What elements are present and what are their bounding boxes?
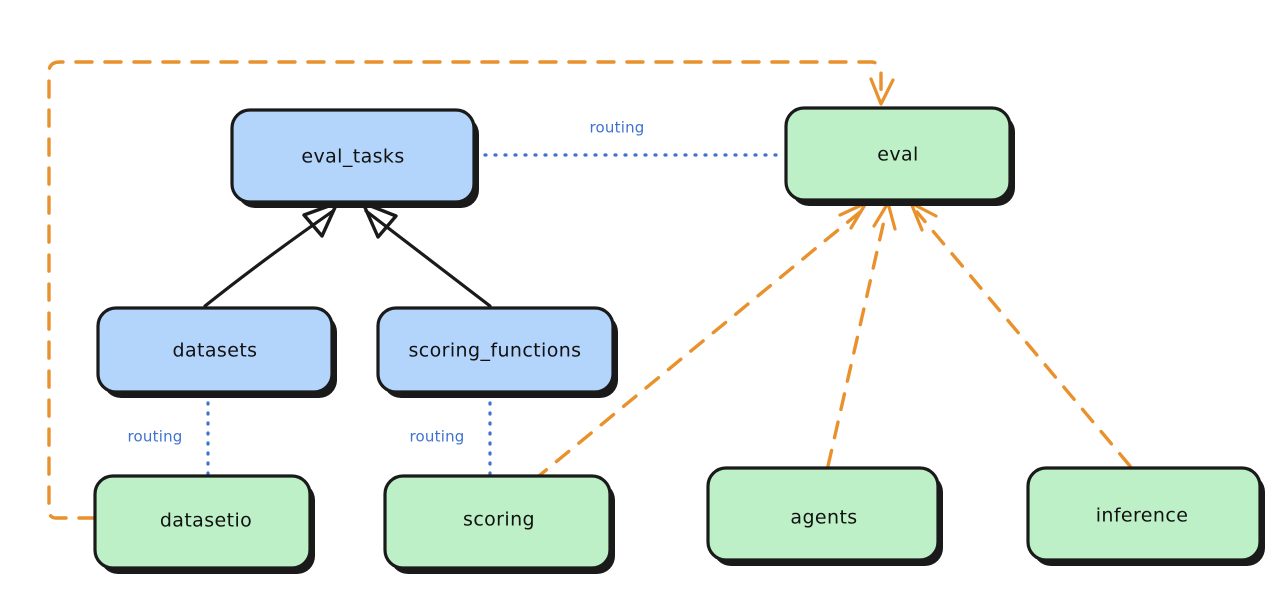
edge-datasetio-to-eval (47, 60, 895, 520)
edge-datasets-to-eval-tasks-arrowhead (302, 201, 339, 238)
node-datasetio-label: datasetio (160, 510, 252, 532)
node-datasetio-box[interactable] (93, 474, 312, 570)
edge-inference-to-eval-arrowhead (909, 201, 938, 232)
edge-scoring-to-eval-line (532, 210, 862, 482)
node-eval-tasks-label: eval_tasks (301, 146, 404, 168)
node-scoring-label: scoring (463, 509, 535, 531)
edge-scoring-functions-to-eval-tasks (361, 201, 492, 308)
node-inference-box[interactable] (1026, 466, 1262, 562)
node-eval-tasks[interactable]: eval_tasks (230, 108, 479, 208)
node-datasets[interactable]: datasets (96, 306, 337, 398)
edge-scoring-to-eval-arrowhead (838, 201, 868, 230)
edge-label-scoring-functions-to-scoring: routing (410, 428, 465, 446)
edge-label-datasets-to-datasetio: routing (128, 428, 183, 446)
node-inference[interactable]: inference (1026, 466, 1265, 566)
edge-datasetio-to-eval-line (47, 60, 883, 520)
edge-scoring-functions-to-scoring: routing (410, 391, 492, 479)
edge-scoring-functions-to-eval-tasks-line (364, 209, 492, 308)
node-eval-tasks-box[interactable] (230, 108, 476, 204)
node-scoring-functions-box[interactable] (376, 306, 615, 394)
nodes-layer: eval_tasks eval datasets scoring_functio… (93, 106, 1265, 574)
edge-datasetio-to-eval-arrowhead (869, 77, 895, 106)
edge-eval-tasks-to-eval: routing (473, 119, 787, 157)
node-eval-box[interactable] (784, 106, 1012, 202)
edge-scoring-functions-to-eval-tasks-arrowhead (361, 201, 398, 239)
edge-inference-to-eval-line (915, 210, 1132, 468)
edge-datasets-to-eval-tasks (203, 201, 339, 308)
node-datasets-label: datasets (173, 340, 258, 362)
edge-label-eval-tasks-to-eval: routing (590, 119, 645, 137)
edge-agents-to-eval-line (826, 210, 888, 468)
node-datasets-box[interactable] (96, 306, 334, 394)
node-datasetio[interactable]: datasetio (93, 474, 315, 574)
node-scoring-box[interactable] (383, 474, 612, 570)
node-agents[interactable]: agents (706, 466, 943, 566)
node-eval-label: eval (877, 144, 918, 166)
node-inference-label: inference (1096, 505, 1189, 527)
node-scoring-functions-label: scoring_functions (409, 340, 582, 362)
edge-inference-to-eval (909, 201, 1132, 468)
node-scoring[interactable]: scoring (383, 474, 615, 574)
node-agents-label: agents (790, 507, 857, 529)
edge-datasets-to-eval-tasks-line (203, 209, 335, 308)
node-eval[interactable]: eval (784, 106, 1015, 206)
node-agents-box[interactable] (706, 466, 940, 562)
node-scoring-functions[interactable]: scoring_functions (376, 306, 618, 398)
edge-agents-to-eval (826, 201, 897, 468)
edge-datasets-to-datasetio: routing (128, 391, 210, 479)
